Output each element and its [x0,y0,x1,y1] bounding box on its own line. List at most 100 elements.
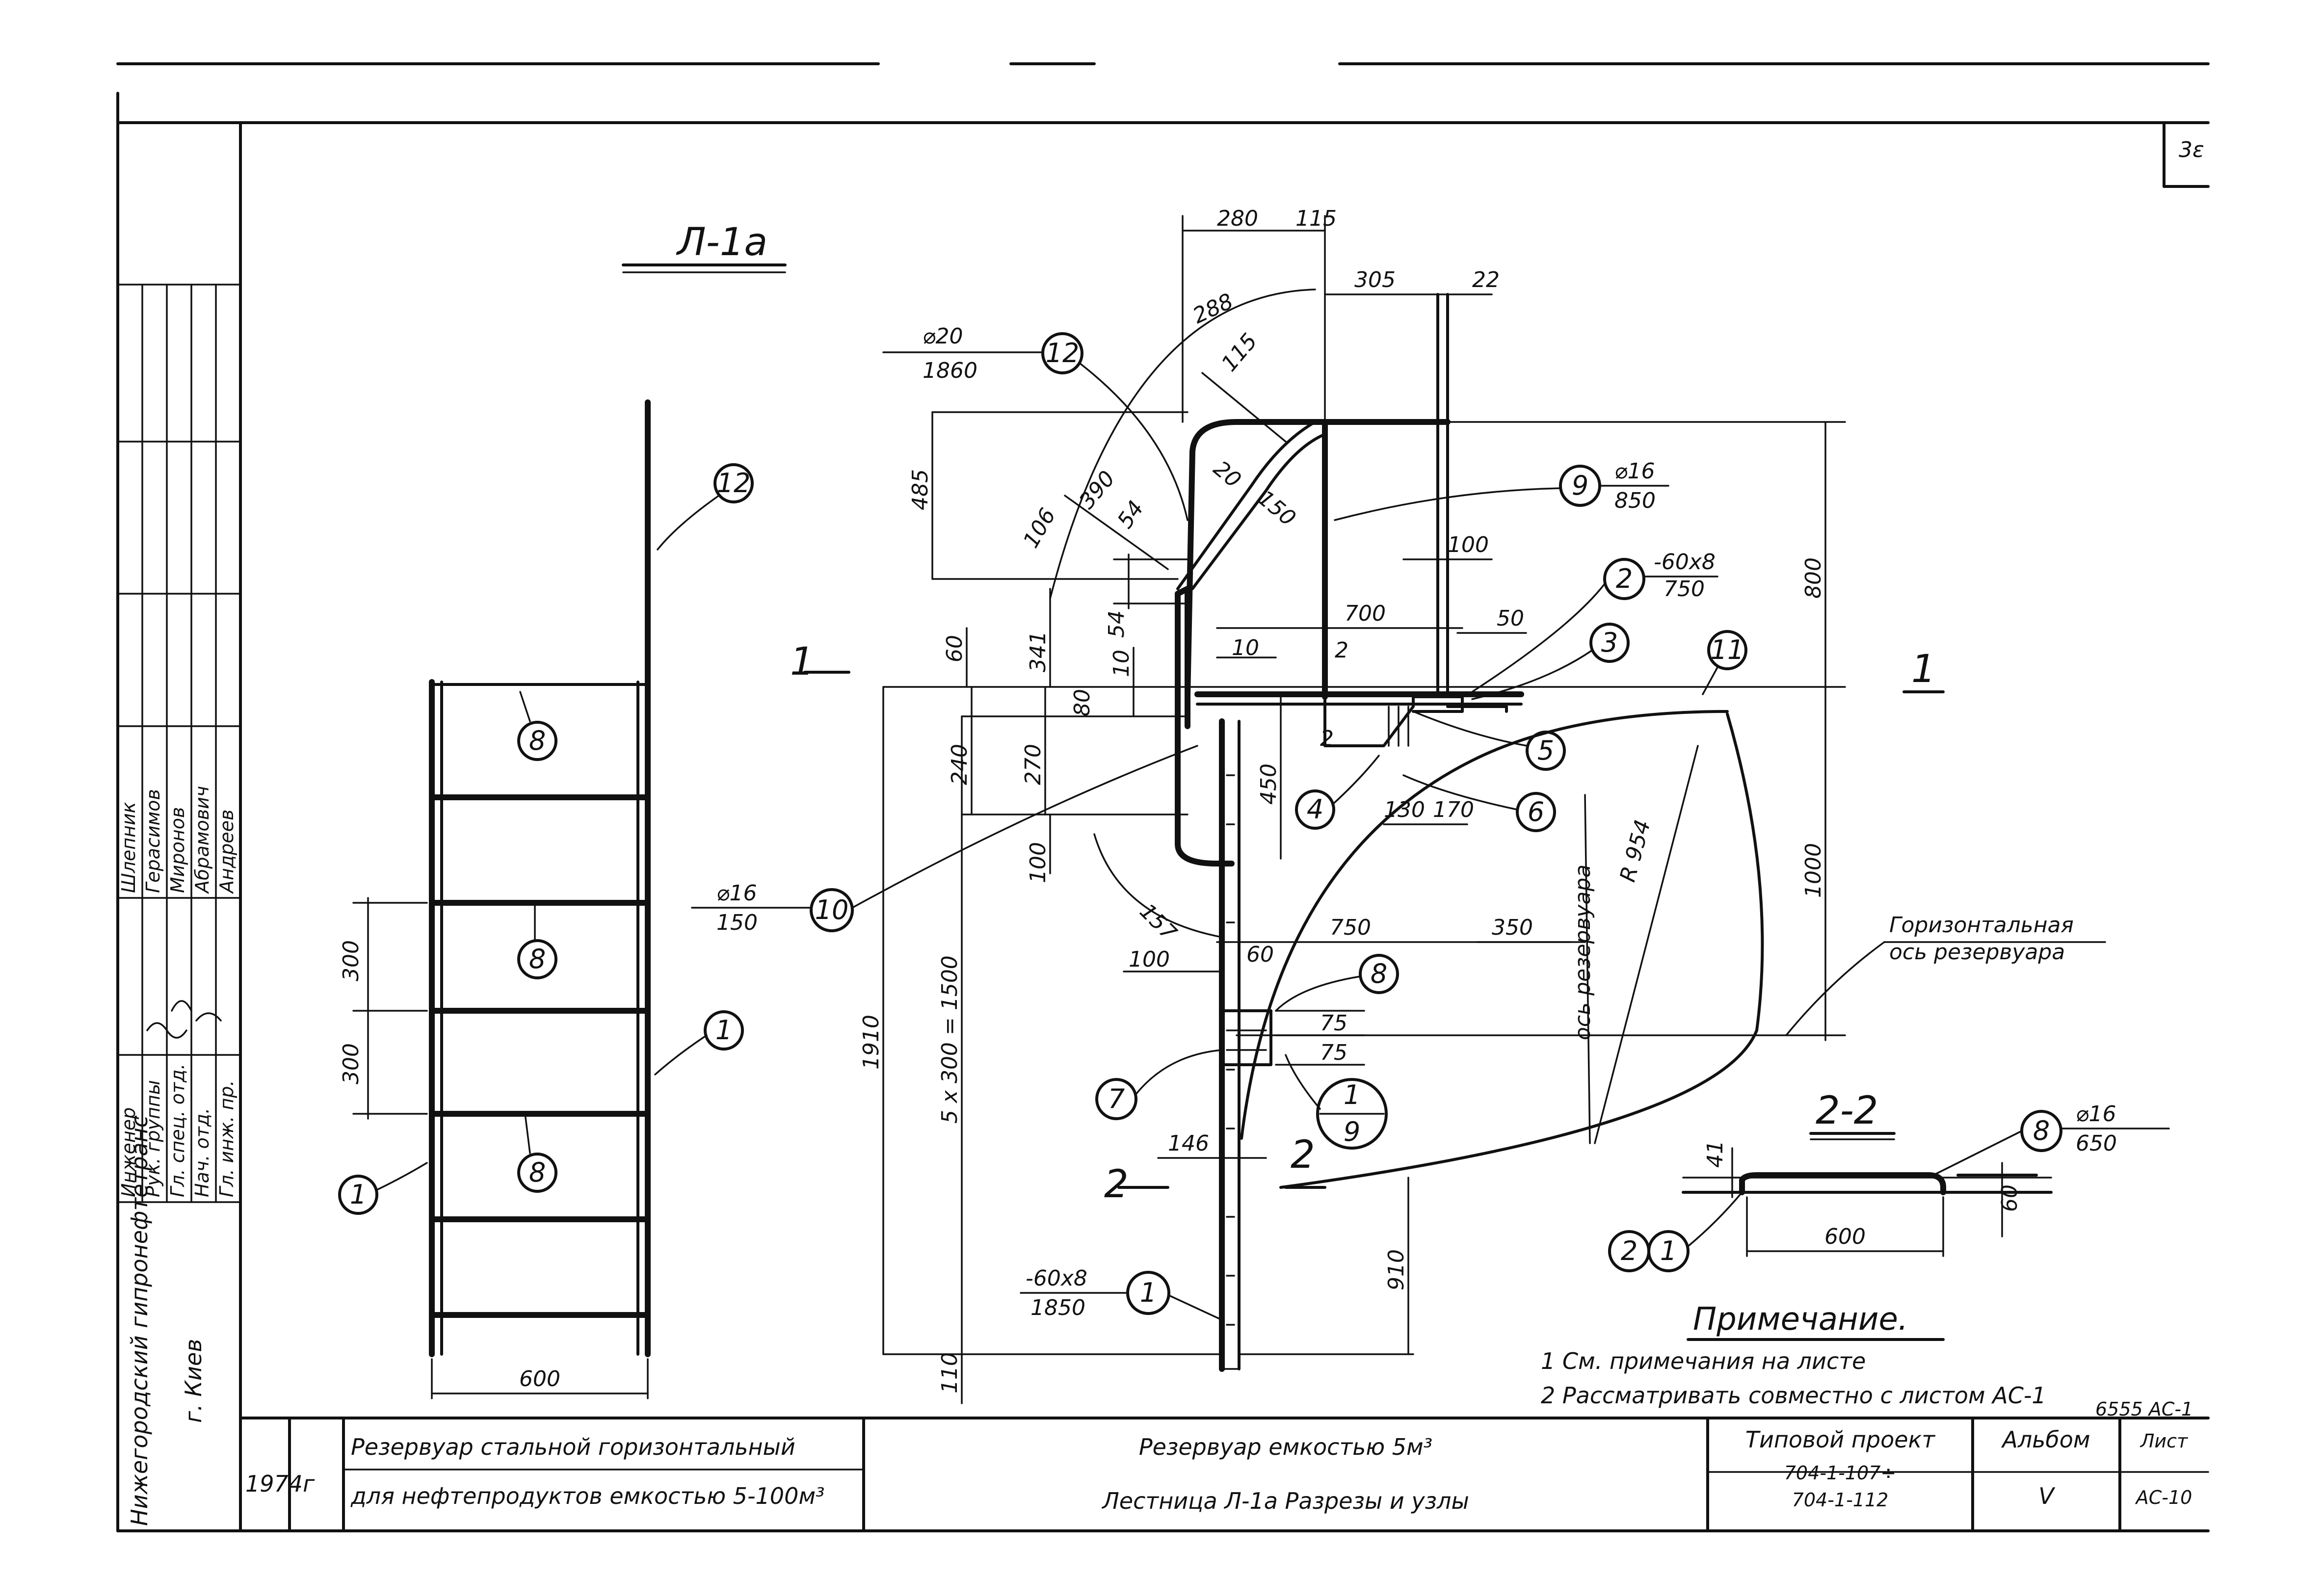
notes-stamp: 6555 АС-1 [2095,1398,2193,1420]
dim-305: 305 [1354,267,1396,292]
dim-300-b: 300 [339,1043,364,1084]
dim-100b: 100 [1026,842,1051,883]
callout-8c: 8 [529,1157,546,1188]
callout-10: 10 [815,894,849,925]
dim-10: 10 [1109,650,1134,677]
spec-bar16c-top: ⌀16 [2076,1102,2116,1127]
tank-axis-horiz-2: ось резервуара [1889,940,2065,965]
callout-8d: 8 [1371,958,1387,989]
side-role-1: Гл. инж. пр. [216,1080,238,1197]
side-block: Гл. инж. пр. Нач. отд. Гл. спец. отд. Ру… [117,284,241,1526]
dim-130: 130 [1384,797,1425,822]
dim-450: 450 [1256,763,1281,805]
callout-1a: 1 [715,1015,732,1046]
dim-350: 350 [1492,915,1533,940]
dim-75: 75 [1320,1011,1347,1036]
cut-2-right: 2 [1291,1133,1315,1177]
title-sub-2: Лестница Л-1а Разрезы и узлы [1101,1488,1469,1514]
dim-54b: 54 [1104,610,1129,638]
cut-1-right: 1 [1911,647,1936,691]
dim-115b: 115 [1216,329,1262,376]
spec-bar20-bottom: 1860 [923,358,977,383]
dim-1000: 1000 [1801,843,1826,898]
dim-5x300: 5 x 300 = 1500 [937,955,962,1124]
callout-8e: 8 [2033,1115,2050,1146]
dimension-lines: 280 115 305 22 288 485 390 115 20 150 54… [859,206,1846,1404]
notes-line-1: 1 См. примечания на листе [1541,1348,1866,1374]
dim-54: 54 [1112,496,1149,533]
callout-1b: 1 [350,1179,367,1210]
callout-1d: 1 [1660,1235,1677,1266]
spec-bar16b-top: ⌀16 [716,881,757,906]
callout-12b: 12 [1046,338,1080,368]
dim-2b: 2 [1320,726,1334,751]
side-role-3: Гл. спец. отд. [167,1064,188,1198]
view-title: Л-1а [676,220,767,264]
dim-60b: 60 [1246,942,1274,967]
node-ref-top: 1 [1344,1079,1360,1110]
notes-line-2: 2 Рассматривать совместно с листом АС-1 [1541,1382,2046,1409]
spec-strip-bottom: 750 [1664,577,1705,602]
dim-280: 280 [1217,206,1258,231]
spec-strip2-top: -60x8 [1026,1266,1087,1291]
dim-1910: 1910 [859,1015,884,1070]
dim-240: 240 [947,744,972,785]
rung-ticks [1226,774,1235,1326]
side-name-2: Абрамович [191,786,213,894]
dim-22: 22 [1472,267,1500,292]
callout-11: 11 [1711,634,1744,665]
dim-20: 20 [1209,456,1246,493]
album-label: Альбом [2001,1426,2090,1453]
notes-block: Примечание. 1 См. примечания на листе 2 … [1541,1301,2193,1420]
callout-2b: 2 [1621,1235,1637,1266]
dim-800: 800 [1801,557,1826,599]
side-name-3: Миронов [167,807,188,893]
dim-288: 288 [1189,289,1237,329]
callout-5: 5 [1537,735,1554,766]
project-num-2: 704-1-112 [1792,1489,1889,1511]
sheet-label: Лист [2139,1430,2189,1452]
tank-axis-vertical-label: ось резервуара [1570,865,1595,1040]
dim-106: 106 [1018,504,1060,552]
dim-r954: R 954 [1615,817,1656,884]
dim-75b: 75 [1320,1040,1347,1065]
callout-1c: 1 [1140,1277,1157,1308]
title-block: 1974г Резервуар стальной горизонтальный … [239,1417,2210,1532]
node-ref-bottom: 9 [1344,1116,1360,1147]
spec-bar16c-bottom: 650 [2076,1131,2117,1156]
callout-3: 3 [1601,627,1618,658]
dim-100: 100 [1448,532,1489,557]
dim-41: 41 [1703,1140,1728,1168]
dim-750: 750 [1330,915,1371,940]
side-name-4: Герасимов [142,789,164,893]
cut-2-left: 2 [1104,1162,1129,1207]
project-label: Типовой проект [1745,1426,1935,1453]
dim-600b: 600 [1824,1224,1866,1249]
spec-bar16a-top: ⌀16 [1614,459,1655,484]
dim-80: 80 [1070,689,1095,716]
dim-110: 110 [937,1352,962,1393]
title-main-2: для нефтепродуктов емкостью 5-100м³ [350,1483,824,1509]
dim-700: 700 [1345,601,1386,626]
dim-485: 485 [908,469,933,510]
title-main-1: Резервуар стальной горизонтальный [351,1434,795,1460]
frame: 3ε [116,62,2210,1532]
album-value: V [2038,1483,2056,1509]
spec-strip-top: -60x8 [1654,550,1716,575]
dim-341: 341 [1026,631,1051,672]
dim-157: 157 [1135,899,1181,946]
side-name-1: Андреев [216,810,238,894]
dim-146: 146 [1168,1131,1209,1156]
callout-8a: 8 [529,725,546,756]
section-22-title: 2-2 [1816,1089,1878,1133]
dim-150: 150 [1253,485,1300,531]
callout-9: 9 [1572,470,1588,501]
title-sub-1: Резервуар емкостью 5м³ [1139,1434,1432,1460]
callout-2a: 2 [1616,563,1633,594]
callout-7: 7 [1108,1083,1125,1114]
dim-60c: 60 [1997,1184,2022,1212]
ladder-elevation: 300 300 600 [339,399,651,1399]
title-year: 1974г [245,1471,315,1497]
callout-6: 6 [1528,796,1544,827]
